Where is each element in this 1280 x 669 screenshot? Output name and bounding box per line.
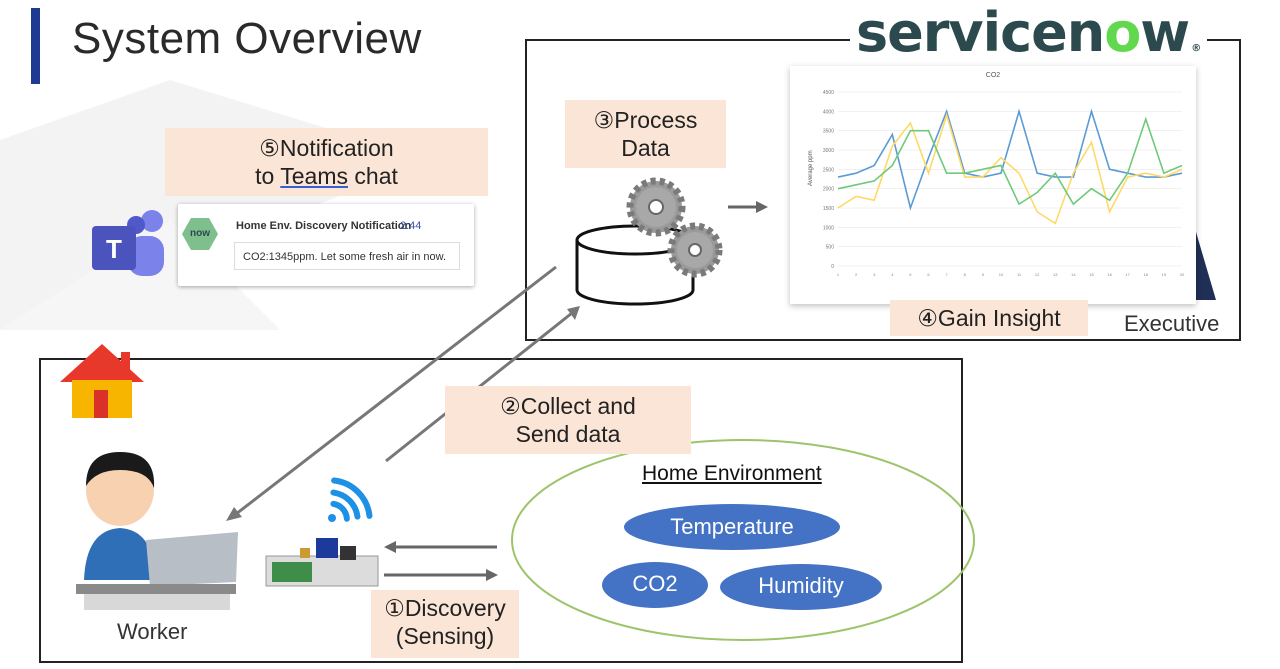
logo-text-suffix: w (1140, 1, 1190, 64)
servicenow-logo: servicenow® (850, 0, 1208, 66)
home-environment-ellipse (511, 439, 975, 641)
chart-y-tick-label: 1000 (823, 225, 834, 231)
worker-illustration (76, 452, 238, 610)
chart-x-tick-label: 10 (999, 272, 1004, 277)
step-process-label: ③Process Data (565, 100, 726, 168)
chart-x-tick-label: 5 (909, 272, 912, 277)
chart-x-tick-label: 11 (1017, 272, 1022, 277)
chart-x-tick-label: 15 (1089, 272, 1094, 277)
logo-registered-mark: ® (1191, 43, 1202, 54)
chart-x-tick-label: 16 (1107, 272, 1112, 277)
step-collect-line2: Send data (515, 421, 621, 447)
chart-title: CO2 (985, 72, 1001, 79)
step-discovery-line1: ①Discovery (384, 595, 506, 621)
chart-x-tick-label: 17 (1125, 272, 1130, 277)
chart-x-tick-label: 12 (1035, 272, 1040, 277)
chart-x-tick-label: 18 (1144, 272, 1149, 277)
step-collect-label: ②Collect and Send data (445, 386, 691, 454)
step-notification-line1: ⑤Notification (259, 135, 394, 161)
env-item-co2: CO2 (602, 562, 708, 608)
chart-x-tick-label: 19 (1162, 272, 1167, 277)
slide-title: System Overview (72, 14, 422, 63)
step-insight-text: ④Gain Insight (917, 305, 1061, 331)
logo-text-prefix: servicen (856, 1, 1105, 64)
house-icon (60, 344, 144, 418)
title-accent-bar (31, 8, 40, 84)
chart-x-tick-label: 4 (891, 272, 894, 277)
chart-y-tick-label: 2000 (823, 187, 834, 193)
chart-x-tick-label: 14 (1071, 272, 1076, 277)
worker-label: Worker (117, 619, 188, 644)
chart-y-tick-label: 0 (831, 264, 834, 270)
sensor-board-icon (265, 538, 379, 587)
arrow-sensor-to-environment (384, 569, 498, 581)
chart-x-tick-label: 2 (855, 272, 858, 277)
chart-y-tick-label: 3500 (823, 129, 834, 135)
chart-y-tick-label: 4000 (823, 109, 834, 115)
database-icon (575, 224, 695, 306)
servicenow-avatar-text: now (190, 228, 210, 239)
chart-x-tick-label: 13 (1053, 272, 1058, 277)
teams-word: Teams (280, 163, 349, 189)
step-process-line2: Data (621, 135, 670, 161)
chart-series-line-1 (837, 108, 1183, 211)
chart-y-tick-label: 2500 (823, 167, 834, 173)
chart-series-line-2 (837, 112, 1183, 225)
home-environment-title: Home Environment (642, 462, 822, 485)
svg-text:T: T (106, 234, 122, 264)
step-collect-line1: ②Collect and (500, 393, 636, 419)
chart-y-tick-label: 3000 (823, 148, 834, 154)
chart-series-line-3 (837, 116, 1183, 206)
notification-line2-suffix: chat (348, 163, 398, 189)
chart-y-tick-label: 500 (826, 245, 835, 251)
executive-label: Executive (1124, 311, 1220, 336)
chart-x-tick-label: 7 (946, 272, 949, 277)
env-item-temperature: Temperature (624, 504, 840, 550)
chart-x-tick-label: 8 (964, 272, 967, 277)
chart-x-tick-label: 1 (837, 272, 840, 277)
notification-time: 2:44 (400, 220, 422, 232)
step-discovery-line2: (Sensing) (395, 623, 495, 649)
env-item-humidity: Humidity (720, 564, 882, 610)
notification-line2-prefix: to (255, 163, 281, 189)
chart-x-tick-label: 9 (982, 272, 985, 277)
teams-notification-card[interactable]: now Home Env. Discovery Notification 2:4… (178, 204, 474, 286)
step-notification-label: ⑤Notification to Teams chat (165, 128, 488, 196)
servicenow-avatar-icon (182, 218, 218, 250)
chart-y-tick-label: 4500 (823, 90, 834, 96)
step-discovery-label: ①Discovery (Sensing) (371, 590, 519, 658)
wifi-icon (328, 477, 373, 522)
notification-title: Home Env. Discovery Notification (236, 220, 412, 232)
arrow-environment-to-sensor (384, 541, 497, 553)
chart-x-tick-label: 20 (1180, 272, 1185, 277)
notification-message: CO2:1345ppm. Let some fresh air in now. (234, 242, 460, 270)
chart-x-tick-label: 3 (873, 272, 876, 277)
step-insight-label: ④Gain Insight (890, 300, 1088, 336)
microsoft-teams-icon: T (92, 210, 164, 276)
step-notification-line2: to Teams chat (165, 162, 488, 190)
step-process-line1: ③Process (593, 107, 698, 133)
home-frame (39, 358, 963, 663)
gears-icon (626, 177, 723, 278)
arrow-notification-to-worker (226, 265, 557, 521)
logo-text-o: o (1104, 1, 1141, 64)
arrow-process-to-insight (728, 201, 768, 213)
chart-y-tick-label: 1500 (823, 206, 834, 212)
chart-x-tick-label: 6 (927, 272, 930, 277)
